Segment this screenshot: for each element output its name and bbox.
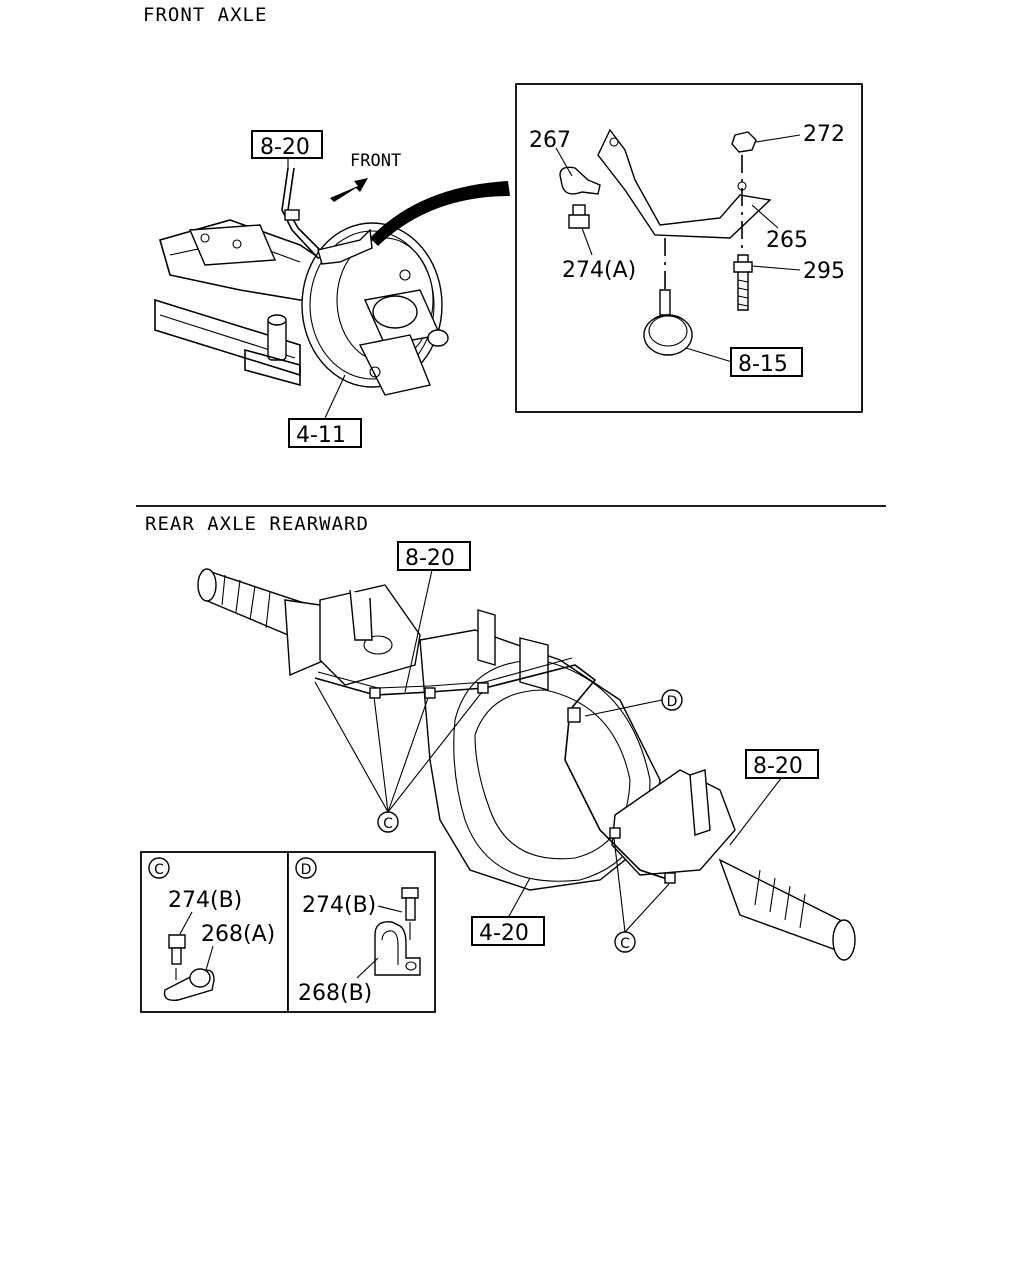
part-295: 295 xyxy=(803,259,845,284)
ref-box-4-20[interactable]: 4-20 xyxy=(471,916,545,946)
svg-text:C: C xyxy=(383,816,393,832)
svg-text:4-11: 4-11 xyxy=(296,423,346,448)
ref-box-8-20-rear-top[interactable]: 8-20 xyxy=(397,541,471,571)
part-267: 267 xyxy=(529,128,571,153)
part-274a: 274(A) xyxy=(562,258,636,283)
ref-box-8-20-rear-right[interactable]: 8-20 xyxy=(745,749,819,779)
svg-text:8-20: 8-20 xyxy=(405,546,455,571)
rear-axle-title: REAR AXLE REARWARD xyxy=(145,513,369,535)
inset-c-part-274b: 274(B) xyxy=(168,888,242,913)
svg-text:4-20: 4-20 xyxy=(479,921,529,946)
inset-d-box: D xyxy=(287,851,436,1013)
svg-text:8-15: 8-15 xyxy=(738,352,788,377)
rear-axle-illustration xyxy=(197,568,856,961)
ref-box-8-15[interactable]: 8-15 xyxy=(730,347,803,377)
svg-text:C: C xyxy=(620,936,630,952)
part-272: 272 xyxy=(803,122,845,147)
inset-c-marker: C xyxy=(154,862,164,878)
ref-box-4-11[interactable]: 4-11 xyxy=(288,418,362,448)
inset-c-box: C xyxy=(140,851,289,1013)
svg-text:D: D xyxy=(667,694,678,710)
callout-c-rear-right: C xyxy=(614,931,636,953)
inset-d-part-268b: 268(B) xyxy=(298,981,372,1006)
ref-box-8-20-front[interactable]: 8-20 xyxy=(251,130,323,160)
front-axle-illustration xyxy=(154,167,510,396)
inset-d-part-274b: 274(B) xyxy=(302,893,376,918)
inset-d-marker: D xyxy=(301,862,312,878)
inset-c-part-268a: 268(A) xyxy=(201,922,275,947)
front-direction-label: FRONT xyxy=(350,151,401,171)
callout-c-rear-left: C xyxy=(377,811,399,833)
front-detail-box xyxy=(515,83,863,413)
svg-text:8-20: 8-20 xyxy=(753,754,803,779)
part-265: 265 xyxy=(766,228,808,253)
callout-d-rear: D xyxy=(661,689,683,711)
front-axle-title: FRONT AXLE xyxy=(143,4,267,26)
svg-text:8-20: 8-20 xyxy=(260,135,310,160)
